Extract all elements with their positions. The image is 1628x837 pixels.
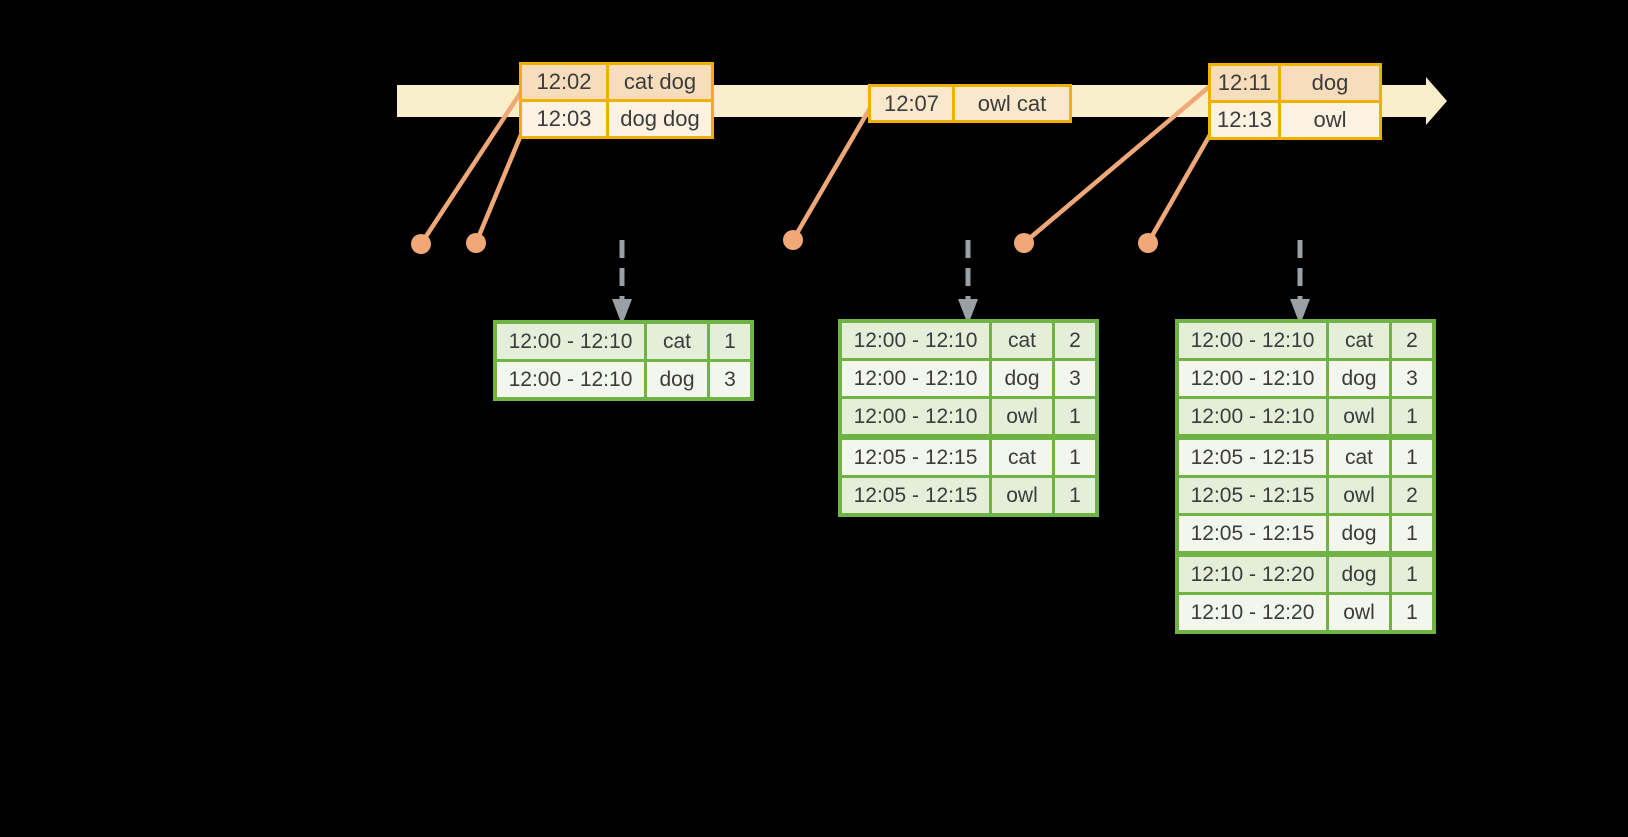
cell-window: 12:00 - 12:10 [497, 362, 644, 397]
cell-count: 1 [710, 324, 750, 359]
cell-count: 2 [1055, 323, 1095, 358]
cell-window: 12:05 - 12:15 [1179, 516, 1326, 551]
cell-count: 1 [1055, 399, 1095, 434]
cell-window: 12:05 - 12:15 [1179, 440, 1326, 475]
cell-window: 12:00 - 12:10 [842, 323, 989, 358]
cell-words: dog [1281, 66, 1379, 100]
cell-window: 12:00 - 12:10 [497, 324, 644, 359]
cell-words: owl [1281, 103, 1379, 137]
cell-window: 12:05 - 12:15 [1179, 478, 1326, 513]
event-dot-icon [411, 234, 431, 254]
cell-word: dog [992, 361, 1052, 396]
trigger-arrowhead-group [612, 299, 1310, 325]
cell-time: 12:07 [871, 87, 952, 120]
event-dot-icon [1138, 233, 1158, 253]
cell-word: dog [1329, 516, 1389, 551]
event-dot-icon [466, 233, 486, 253]
cell-count: 2 [1392, 323, 1432, 358]
cell-words: dog dog [609, 102, 711, 136]
trigger-arrow-icon [958, 299, 978, 325]
cell-count: 3 [1392, 361, 1432, 396]
cell-words: cat dog [609, 65, 711, 99]
cell-count: 3 [1055, 361, 1095, 396]
trigger-arrow-icon [612, 299, 632, 325]
cell-count: 1 [1392, 595, 1432, 630]
cell-window: 12:00 - 12:10 [1179, 399, 1326, 434]
cell-count: 1 [1055, 440, 1095, 475]
event-dot-group [411, 230, 1158, 254]
cell-window: 12:00 - 12:10 [842, 399, 989, 434]
event-line [1022, 84, 1212, 245]
cell-count: 1 [1392, 516, 1432, 551]
cell-window: 12:10 - 12:20 [1179, 595, 1326, 630]
cell-time: 12:11 [1211, 66, 1278, 100]
cell-count: 1 [1392, 557, 1432, 592]
event-line [1146, 131, 1213, 245]
timeline-arrow-icon [1426, 77, 1447, 125]
event-dot-icon [1014, 233, 1034, 253]
event-line-group [419, 84, 1213, 246]
cell-count: 1 [1392, 440, 1432, 475]
cell-word: cat [647, 324, 707, 359]
cell-word: dog [1329, 361, 1389, 396]
cell-window: 12:05 - 12:15 [842, 478, 989, 513]
event-line [419, 90, 523, 246]
cell-count: 3 [710, 362, 750, 397]
cell-word: owl [1329, 478, 1389, 513]
cell-word: dog [1329, 557, 1389, 592]
cell-time: 12:13 [1211, 103, 1278, 137]
cell-word: owl [992, 399, 1052, 434]
cell-count: 1 [1392, 399, 1432, 434]
cell-count: 1 [1055, 478, 1095, 513]
cell-word: owl [992, 478, 1052, 513]
cell-time: 12:03 [522, 102, 606, 136]
event-line [473, 129, 526, 244]
cell-word: cat [992, 440, 1052, 475]
cell-word: dog [647, 362, 707, 397]
cell-word: cat [992, 323, 1052, 358]
cell-word: cat [1329, 323, 1389, 358]
cell-word: owl [1329, 399, 1389, 434]
trigger-arrow-group [619, 240, 1303, 300]
cell-window: 12:05 - 12:15 [842, 440, 989, 475]
cell-window: 12:00 - 12:10 [842, 361, 989, 396]
cell-words: owl cat [955, 87, 1069, 120]
cell-window: 12:00 - 12:10 [1179, 361, 1326, 396]
cell-window: 12:00 - 12:10 [1179, 323, 1326, 358]
cell-word: cat [1329, 440, 1389, 475]
event-dot-icon [783, 230, 803, 250]
trigger-arrow-icon [1290, 299, 1310, 325]
cell-word: owl [1329, 595, 1389, 630]
cell-count: 2 [1392, 478, 1432, 513]
event-line [791, 106, 872, 242]
cell-window: 12:10 - 12:20 [1179, 557, 1326, 592]
cell-time: 12:02 [522, 65, 606, 99]
